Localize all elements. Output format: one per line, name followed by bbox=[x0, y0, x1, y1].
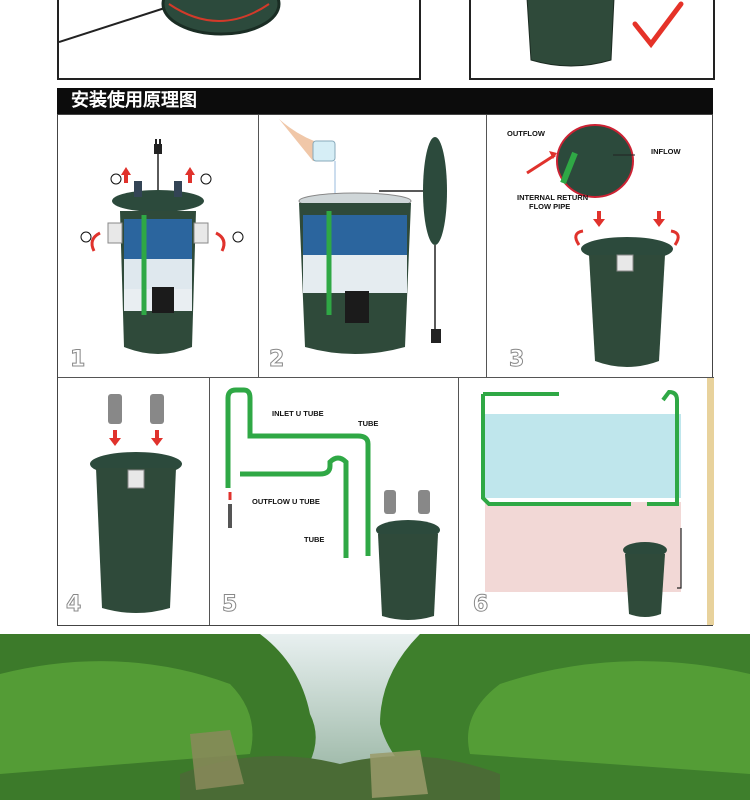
internal-return-label: INTERNAL RETURN bbox=[517, 193, 589, 202]
step-1-panel: 1 bbox=[58, 115, 259, 378]
step-3-illustration bbox=[526, 124, 680, 367]
aquascape-image bbox=[0, 634, 750, 800]
step-number: 3 bbox=[508, 347, 525, 373]
step-5-illustration bbox=[225, 387, 440, 620]
step-3-panel: OUTFLOW INFLOW INTERNAL RETURN FLOW PIPE… bbox=[487, 115, 714, 378]
check-mark-icon bbox=[632, 1, 684, 49]
tube-top-label: TUBE bbox=[358, 419, 379, 428]
step-number: 2 bbox=[268, 347, 285, 373]
step-4-panel: 4 bbox=[58, 378, 210, 625]
outflow-label: OUTFLOW bbox=[507, 129, 545, 138]
top-right-image-frame bbox=[469, 0, 715, 80]
inlet-u-tube-label: INLET U TUBE bbox=[272, 409, 324, 418]
flow-pipe-label: FLOW PIPE bbox=[529, 202, 571, 211]
step-2-illustration bbox=[279, 119, 447, 354]
aquascape-photo bbox=[0, 634, 750, 800]
step-6-panel: 6 bbox=[459, 378, 714, 625]
canister-lid-illustration bbox=[59, 0, 281, 43]
step-number: 1 bbox=[69, 347, 86, 373]
installation-steps-grid: 1 2 bbox=[57, 114, 714, 626]
step-number: 5 bbox=[221, 592, 238, 618]
page-margin bbox=[713, 88, 750, 626]
step-number: 6 bbox=[472, 592, 489, 618]
step-4-illustration bbox=[90, 394, 182, 613]
top-left-image-frame bbox=[57, 0, 421, 80]
tube-bottom-label: TUBE bbox=[304, 535, 325, 544]
canister-body-illustration bbox=[526, 0, 615, 67]
step-2-panel: 2 bbox=[259, 115, 487, 378]
section-title: 安装使用原理图 bbox=[57, 88, 713, 114]
inflow-label: INFLOW bbox=[651, 147, 681, 156]
step-1-illustration bbox=[80, 139, 244, 354]
step-6-illustration bbox=[481, 378, 714, 625]
step-number: 4 bbox=[65, 592, 82, 618]
outflow-u-tube-label: OUTFLOW U TUBE bbox=[252, 497, 320, 506]
step-5-panel: INLET U TUBE TUBE OUTFLOW U TUBE TUBE 5 bbox=[210, 378, 459, 625]
